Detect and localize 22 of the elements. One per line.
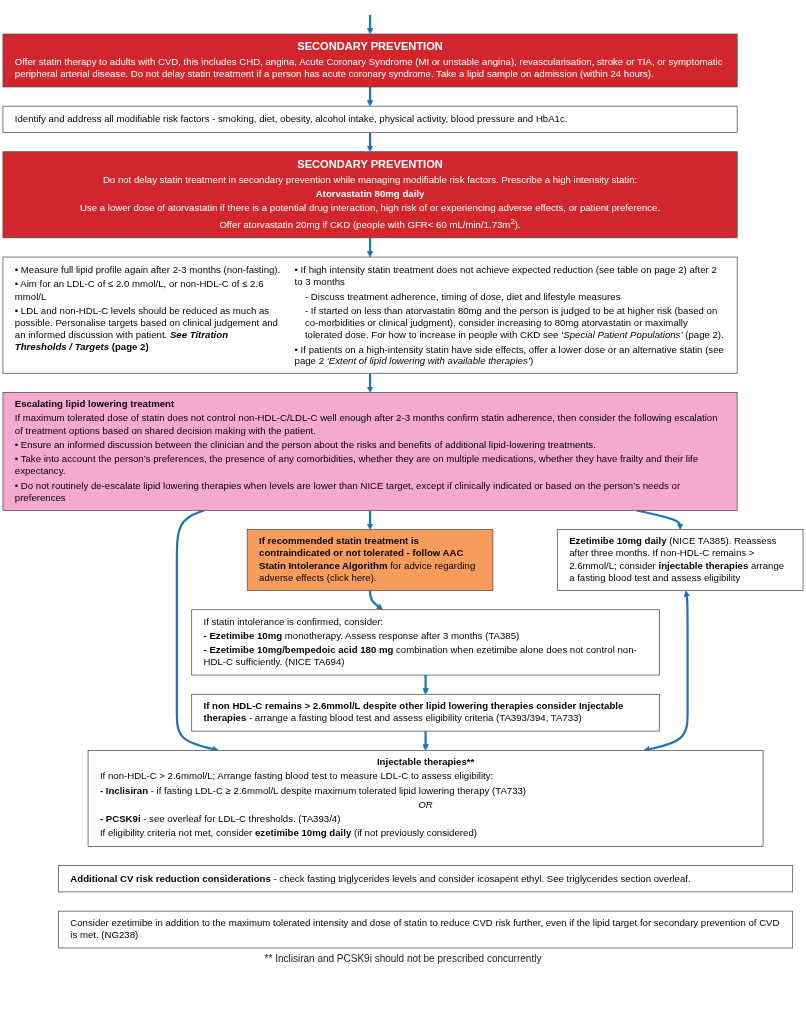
arrow bbox=[636, 509, 684, 530]
arrow bbox=[366, 86, 374, 107]
node-box: Additional CV risk reduction considerations - check fasting triglycerides levels and consider icosapent ethyl. See triglycerides section overleaf. bbox=[58, 865, 794, 893]
arrow bbox=[366, 14, 374, 35]
arrow bbox=[368, 590, 383, 611]
node-box: If recommended statin treatment is contraindicated or not tolerated - follow AAC Statin Intolerance Algorithm for advice regarding adverse effects (click here). bbox=[246, 529, 494, 591]
arrow bbox=[366, 132, 374, 152]
node-box: Identify and address all modifiable risk factors - smoking, diet, obesity, alcohol intake, physical activity, blood pressure and HbA1c. bbox=[2, 105, 738, 133]
arrow bbox=[366, 237, 374, 258]
arrow bbox=[366, 510, 374, 530]
node-box: If non HDL-C remains > 2.6mmol/L despite other lipid lowering therapies consider Injectable therapies - arrange a fasting blood test and assess eligibility criteria (TA393/394, TA733) bbox=[191, 693, 660, 732]
node-box: SECONDARY PREVENTION Offer statin therapy to adults with CVD, this includes CHD, angina, Acute Coronary Syndrome (MI or unstable angina), revascularisation, stroke or TIA, or symptomatic peripheral arterial disease. Do not delay statin treatment if a person has acute coronary syndrome. Take a lipid sample on admission (within 24 hours). bbox=[2, 33, 738, 88]
node-box: Ezetimibe 10mg daily (NICE TA385). Reassess after three months. If non-HDL-C remains > 2.6mmol/L; consider injectable therapies arrange a fasting blood test and assess eligibility bbox=[556, 529, 804, 591]
node-box: Consider ezetimibe in addition to the maximum tolerated intensity and dose of statin to reduce CVD risk further, even if the lipid target for secondary prevention of CVD is met. (NG238) bbox=[58, 910, 794, 949]
node-box: Injectable therapies** If non-HDL-C > 2.6mmol/L; Arrange fasting blood test to measure LDL-C to assess eligibility: - Inclisiran - if fasting LDL-C ≥ 2.6mmol/L despite maximum tolerated lipid lowering therapy (TA733) OR - PCSK9i - see overleaf for LDL-C thresholds. (TA393/4) If eligibility criteria not met, consider ezetimibe 10mg daily (if not previously considered) bbox=[87, 750, 764, 847]
arrow bbox=[422, 675, 429, 695]
node-box: If statin intolerance is confirmed, consider: - Ezetimibe 10mg monotherapy. Assess response after 3 months (TA385) - Ezetimibe 10mg/bempedoic acid 180 mg combination when ezetimibe alone does not control non-HDL-C sufficiently. (NICE TA694) bbox=[191, 609, 660, 676]
arrow bbox=[422, 731, 429, 751]
node-box: Escalating lipid lowering treatment If maximum tolerated dose of statin does not control non-HDL-C/LDL-C well enough after 2-3 months confirm statin adherence, then consider the following escalation of treatment options based on shared decision making with the patient. • Ensure an informed discussion between the clinician and the person about the risks and benefits of additional lipid-lowering treatments. • Take into account the person’s preferences, the presence of any comorbidities, whether they are on multiple medications, whether they have frailty and their life expectancy. • Do not routinely de-escalate lipid lowering therapies when levels are lower than NICE target, except if clinically indicated or based on the person’s needs or preferences bbox=[2, 392, 738, 511]
arrow bbox=[366, 373, 374, 393]
node-box: SECONDARY PREVENTION Do not delay statin treatment in secondary prevention while managing modifiable risk factors. Prescribe a high intensity statin: Atorvastatin 80mg daily Use a lower dose of atorvastatin if there is a potential drug interaction, high risk of or experiencing adverse effects, or patient preference. Offer atorvastatin 20mg if CKD (people with GFR< 60 mL/min/1.73m$^{2}$). bbox=[2, 151, 738, 239]
node-box: • Measure full lipid profile again after 2-3 months (non-fasting). • Aim for an LDL-C of ≤ 2.0 mmol/L, or non-HDL-C of ≤ 2.6 mmol/L • LDL and non-HDL-C levels should be reduced as much as possible. Personalise targets based on clinical judgement and an informed discussion with patient. See Titration Thresholds / Targets (page 2) • If high intensity statin treatment does not achieve expected reduction (see table on page 2) after 2 to 3 months - Discuss treatment adherence, timing of dose, diet and lifestyle measures - If started on less than atorvastatin 80mg and the person is judged to be at higher risk (based on co-morbidities or clinical judgment), consider increasing to 80mg atorvastatin or maximally tolerated dose. For how to increase in people with CKD see ‘Special Patient Populations’ (page 2). • If patients on a high-intensity statin have side effects, offer a lower dose or an alternative statin (see page 2 ‘Extent of lipid lowering with available therapies’) bbox=[2, 256, 738, 374]
